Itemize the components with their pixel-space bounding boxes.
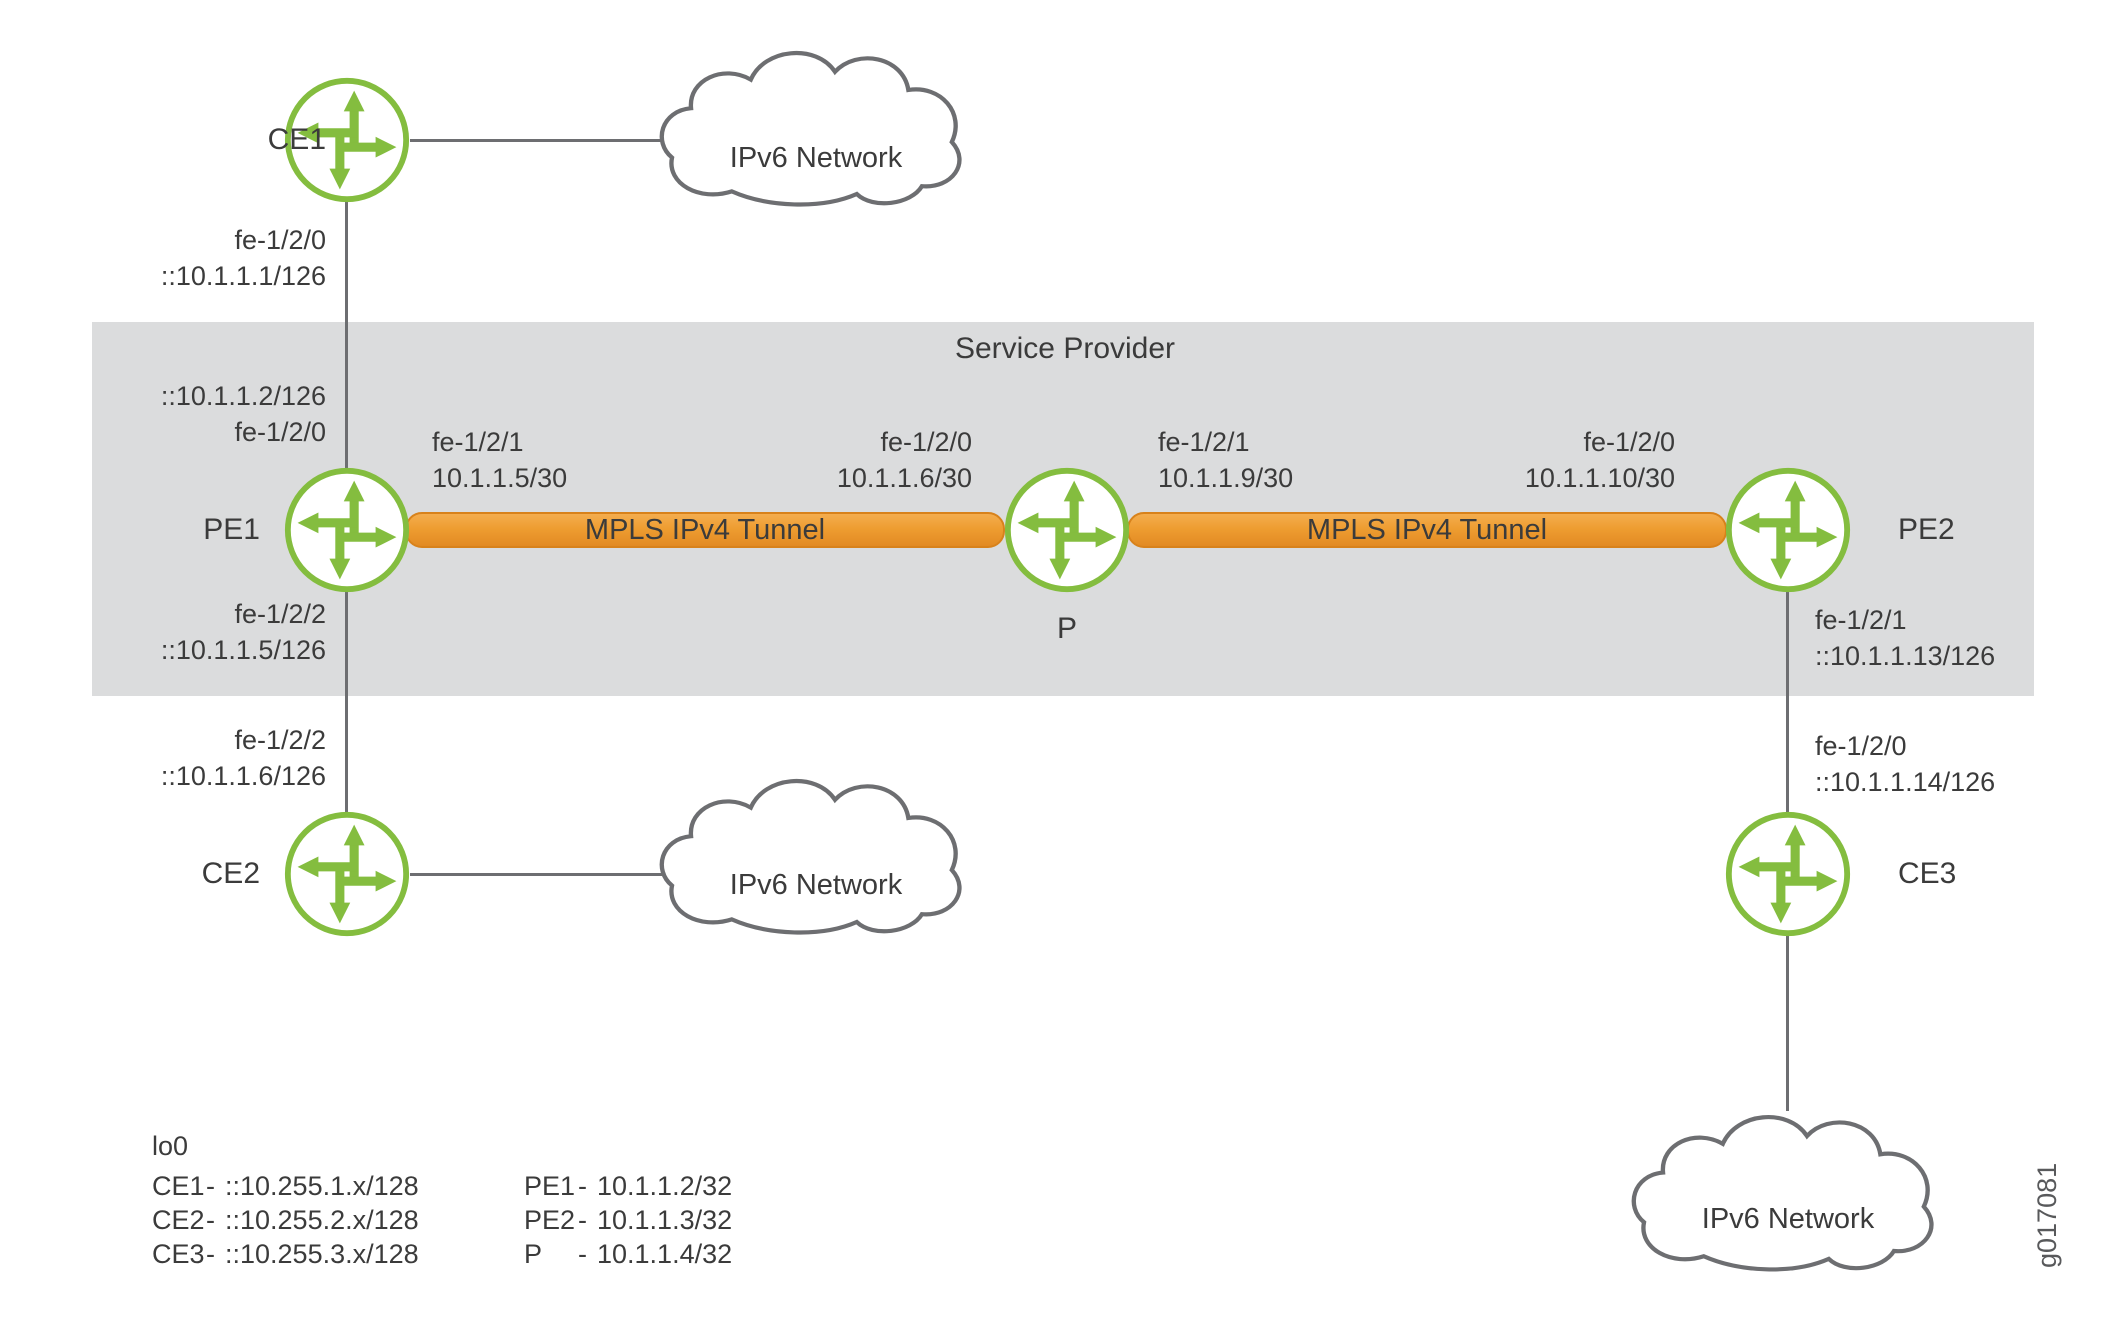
link-pe1-ce2 <box>345 592 348 812</box>
legend-device: CE2 <box>152 1205 205 1235</box>
legend-column-pe: PE1-10.1.1.2/32 PE2-10.1.1.3/32 P-10.1.1… <box>524 1169 732 1271</box>
interface-label-ce1-down: fe-1/2/0 ::10.1.1.1/126 <box>56 222 326 294</box>
mpls-tunnel-pe1-p: MPLS IPv4 Tunnel <box>405 512 1005 548</box>
mpls-tunnel-label: MPLS IPv4 Tunnel <box>584 513 826 546</box>
cloud-label-top: IPv6 Network <box>729 142 903 174</box>
interface-port: fe-1/2/1 <box>1815 605 1907 635</box>
legend-title: lo0 <box>152 1131 189 1161</box>
interface-label-p-left: fe-1/2/0 10.1.1.6/30 <box>702 424 972 496</box>
legend-address: ::10.255.3.x/128 <box>225 1239 419 1269</box>
interface-address: ::10.1.1.5/126 <box>160 635 326 665</box>
interface-address: ::10.1.1.14/126 <box>1815 767 1996 797</box>
link-ce1-cloud-top <box>410 139 662 142</box>
interface-label-pe1-down: fe-1/2/2 ::10.1.1.5/126 <box>56 596 326 668</box>
router-icon <box>288 471 406 589</box>
legend-address: ::10.255.1.x/128 <box>225 1171 419 1201</box>
interface-label-pe1-up: ::10.1.1.2/126 fe-1/2/0 <box>56 378 326 450</box>
router-node-ce3 <box>1723 809 1853 939</box>
router-icon <box>288 815 406 933</box>
cloud-label-middle: IPv6 Network <box>729 869 903 901</box>
router-label-pe2: PE2 <box>1898 513 1955 546</box>
legend-row: PE1-10.1.1.2/32 <box>524 1169 732 1203</box>
router-label-ce1: CE1 <box>267 123 326 156</box>
interface-address: 10.1.1.10/30 <box>1524 463 1675 493</box>
link-ce1-pe1 <box>345 200 348 470</box>
interface-port: fe-1/2/2 <box>234 599 326 629</box>
legend-address: 10.1.1.4/32 <box>597 1239 733 1269</box>
router-label-pe1: PE1 <box>203 513 260 546</box>
legend-separator: - <box>206 1205 215 1235</box>
router-icon <box>1008 471 1126 589</box>
router-label-ce3: CE3 <box>1898 857 1957 890</box>
legend-device: PE2 <box>524 1205 576 1235</box>
legend-address: 10.1.1.3/32 <box>597 1205 733 1235</box>
interface-address: 10.1.1.9/30 <box>1158 463 1294 493</box>
router-icon <box>1729 815 1847 933</box>
link-pe2-ce3 <box>1786 592 1789 812</box>
legend-row: CE1-::10.255.1.x/128 <box>152 1169 482 1203</box>
legend-separator: - <box>578 1205 587 1235</box>
legend-device: CE3 <box>152 1239 205 1269</box>
interface-address: ::10.1.1.2/126 <box>160 381 326 411</box>
legend-column-ce: CE1-::10.255.1.x/128 CE2-::10.255.2.x/12… <box>152 1169 482 1271</box>
mpls-tunnel-p-pe2: MPLS IPv4 Tunnel <box>1127 512 1727 548</box>
legend-columns: CE1-::10.255.1.x/128 CE2-::10.255.2.x/12… <box>152 1169 732 1271</box>
service-provider-label: Service Provider <box>954 332 1176 365</box>
loopback-legend: lo0 CE1-::10.255.1.x/128 CE2-::10.255.2.… <box>152 1129 732 1271</box>
mpls-tunnel-label: MPLS IPv4 Tunnel <box>1306 513 1548 546</box>
router-node-pe1 <box>282 465 412 595</box>
legend-address: ::10.255.2.x/128 <box>225 1205 419 1235</box>
legend-device: CE1 <box>152 1171 205 1201</box>
interface-label-pe2-down: fe-1/2/1 ::10.1.1.13/126 <box>1815 602 2101 674</box>
interface-label-p-right: fe-1/2/1 10.1.1.9/30 <box>1158 424 1458 496</box>
interface-address: 10.1.1.5/30 <box>432 463 568 493</box>
cloud-ipv6-top <box>653 38 979 220</box>
router-icon <box>1729 471 1847 589</box>
link-ce3-cloud-bottom <box>1786 936 1789 1111</box>
legend-separator: - <box>578 1171 587 1201</box>
interface-address: 10.1.1.6/30 <box>836 463 972 493</box>
legend-device: PE1 <box>524 1171 576 1201</box>
interface-port: fe-1/2/0 <box>880 427 972 457</box>
cloud-label-bottom: IPv6 Network <box>1701 1203 1875 1235</box>
legend-row: CE3-::10.255.3.x/128 <box>152 1237 482 1271</box>
interface-port: fe-1/2/0 <box>234 417 326 447</box>
router-node-ce2 <box>282 809 412 939</box>
legend-separator: - <box>206 1239 215 1269</box>
cloud-ipv6-bottom <box>1625 1102 1951 1285</box>
router-label-ce2: CE2 <box>201 857 260 890</box>
interface-port: fe-1/2/1 <box>432 427 524 457</box>
router-node-p <box>1002 465 1132 595</box>
interface-label-pe1-right: fe-1/2/1 10.1.1.5/30 <box>432 424 732 496</box>
link-ce2-cloud-middle <box>410 873 662 876</box>
interface-label-ce2-up: fe-1/2/2 ::10.1.1.6/126 <box>56 722 326 794</box>
legend-separator: - <box>578 1239 587 1269</box>
router-node-pe2 <box>1723 465 1853 595</box>
interface-label-pe2-left: fe-1/2/0 10.1.1.10/30 <box>1405 424 1675 496</box>
interface-port: fe-1/2/0 <box>234 225 326 255</box>
interface-port: fe-1/2/1 <box>1158 427 1250 457</box>
legend-row: CE2-::10.255.2.x/128 <box>152 1203 482 1237</box>
interface-port: fe-1/2/0 <box>1583 427 1675 457</box>
figure-id: g017081 <box>2032 1162 2062 1268</box>
legend-row: PE2-10.1.1.3/32 <box>524 1203 732 1237</box>
legend-device: P <box>524 1239 543 1269</box>
interface-port: fe-1/2/0 <box>1815 731 1907 761</box>
legend-address: 10.1.1.2/32 <box>597 1171 733 1201</box>
interface-label-ce3-up: fe-1/2/0 ::10.1.1.14/126 <box>1815 728 2101 800</box>
legend-separator: - <box>206 1171 215 1201</box>
interface-port: fe-1/2/2 <box>234 725 326 755</box>
router-label-p: P <box>1056 612 1077 645</box>
interface-address: ::10.1.1.1/126 <box>160 261 326 291</box>
cloud-ipv6-middle <box>653 766 979 948</box>
interface-address: ::10.1.1.13/126 <box>1815 641 1996 671</box>
interface-address: ::10.1.1.6/126 <box>160 761 326 791</box>
legend-row: P -10.1.1.4/32 <box>524 1237 732 1271</box>
